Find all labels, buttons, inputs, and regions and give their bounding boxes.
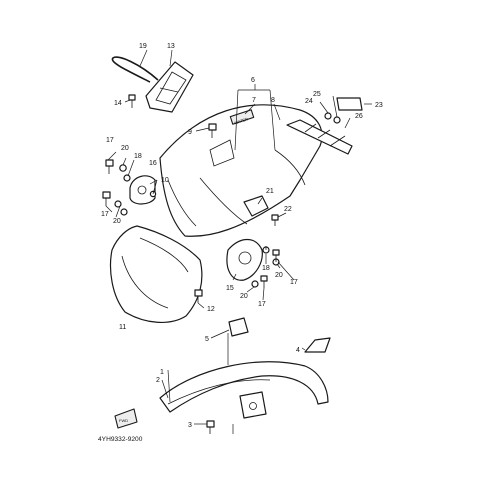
callout-21: 21 xyxy=(266,188,274,195)
callout-14: 14 xyxy=(114,100,122,107)
cover-part xyxy=(145,61,194,113)
clamp-part xyxy=(228,317,249,337)
callout-labels: 1 2 3 4 5 6 7 8 9 10 11 12 13 14 15 16 1… xyxy=(101,43,383,429)
callout-17-upper-left: 17 xyxy=(106,137,114,144)
callout-24: 24 xyxy=(305,98,313,105)
callout-18-left: 18 xyxy=(134,153,142,160)
callout-6: 6 xyxy=(251,77,255,84)
callout-16: 16 xyxy=(149,160,157,167)
tail-bracket-part xyxy=(286,97,363,155)
plate-bracket-part xyxy=(226,238,280,288)
callout-15: 15 xyxy=(226,285,234,292)
callout-20-bottom: 20 xyxy=(240,293,248,300)
callout-8: 8 xyxy=(271,97,275,104)
callout-1: 1 xyxy=(160,369,164,376)
callout-4: 4 xyxy=(296,347,300,354)
callout-5: 5 xyxy=(205,336,209,343)
callout-19: 19 xyxy=(139,43,147,50)
callout-10: 10 xyxy=(161,177,169,184)
callout-20-right: 20 xyxy=(275,272,283,279)
callout-17-right: 17 xyxy=(290,279,298,286)
callout-12: 12 xyxy=(207,306,215,313)
bolt-part xyxy=(194,289,203,303)
callout-20-lower-left: 20 xyxy=(113,218,121,225)
callout-13: 13 xyxy=(167,43,175,50)
left-fasteners xyxy=(102,123,217,216)
callout-25: 25 xyxy=(313,91,321,98)
callout-3: 3 xyxy=(188,422,192,429)
callout-11: 11 xyxy=(119,324,126,331)
fwd-emblem-label: FWD xyxy=(119,418,128,423)
fwd-emblem: FWD xyxy=(114,408,138,429)
callout-9: 9 xyxy=(188,129,192,136)
leader-lines xyxy=(105,49,372,434)
front-bolt-part xyxy=(206,420,215,434)
screw-part xyxy=(128,94,136,108)
callout-7: 7 xyxy=(252,97,256,104)
callout-26: 26 xyxy=(355,113,363,120)
band-part xyxy=(111,56,159,83)
inner-fender-part xyxy=(109,225,203,323)
callout-22: 22 xyxy=(284,206,292,213)
front-fender-part xyxy=(159,361,329,419)
callout-17-lower-left: 17 xyxy=(101,211,109,218)
fender-decal-label: WATER xyxy=(234,116,249,125)
rear-fender-part: WATER xyxy=(159,104,323,237)
callout-17-bottom: 17 xyxy=(258,301,266,308)
clip-part xyxy=(304,337,331,353)
callout-20-upper-left: 20 xyxy=(121,145,129,152)
drawing-code: 4YH9332-9200 xyxy=(98,436,143,443)
callout-18-right: 18 xyxy=(262,265,270,272)
side-bracket-part xyxy=(243,195,279,226)
bracket-plate-part xyxy=(129,175,156,205)
callout-23: 23 xyxy=(375,102,383,109)
callout-2: 2 xyxy=(156,377,160,384)
